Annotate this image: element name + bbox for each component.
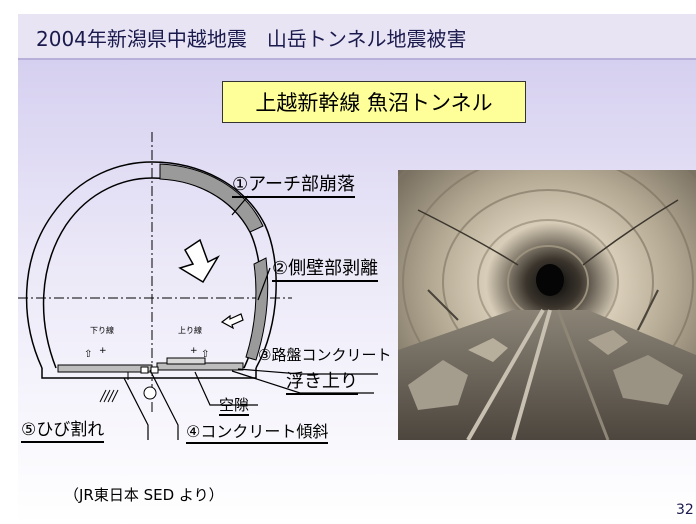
ground-crack-hatch	[99, 389, 119, 403]
label-concrete-tilt: ④コンクリート傾斜	[186, 422, 329, 444]
label-crack: ⑤ひび割れ	[21, 420, 105, 443]
arrow-up-icon-right: ⇧	[201, 349, 209, 360]
roadbed-slab-left	[57, 364, 153, 373]
label-roadbed-concrete: ③路盤コンクリート	[258, 346, 392, 364]
track-pad-right	[166, 357, 206, 365]
source-note: （JR東日本 SED より）	[64, 486, 224, 504]
drain-left	[140, 366, 149, 374]
subtitle-box: 上越新幹線 魚沼トンネル	[222, 81, 526, 123]
label-up-line: 上り線	[178, 326, 202, 335]
label-roadbed-float: 浮き上り	[286, 371, 358, 395]
page-number: 32	[676, 502, 694, 518]
sidewall-peel-region	[245, 257, 269, 361]
title-bar: 2004年新潟県中越地震 山岳トンネル地震被害	[18, 14, 696, 60]
drain-pipe-icon	[143, 386, 157, 400]
slide-title: 2004年新潟県中越地震 山岳トンネル地震被害	[36, 27, 467, 51]
tunnel-photo-image	[398, 170, 696, 440]
drain-right	[150, 366, 159, 374]
tunnel-outer-lining	[25, 161, 277, 369]
plus-mark-left: +	[99, 346, 107, 356]
label-arch-collapse: ①アーチ部崩落	[232, 174, 356, 198]
label-gap: 空隙	[219, 396, 250, 416]
plus-mark-right: +	[190, 346, 198, 356]
tunnel-photo	[398, 170, 696, 440]
subtitle-text: 上越新幹線 魚沼トンネル	[255, 91, 493, 115]
label-sidewall-peel: ②側壁部剥離	[272, 258, 379, 282]
arrow-up-icon-left: ⇧	[84, 349, 92, 360]
label-down-line: 下り線	[90, 326, 114, 335]
peel-direction-arrow-icon	[220, 313, 244, 330]
collapse-direction-arrow-icon	[178, 238, 220, 284]
tunnel-invert	[41, 368, 257, 379]
slab-gap-left	[70, 371, 129, 380]
arch-collapse-region	[159, 163, 264, 233]
